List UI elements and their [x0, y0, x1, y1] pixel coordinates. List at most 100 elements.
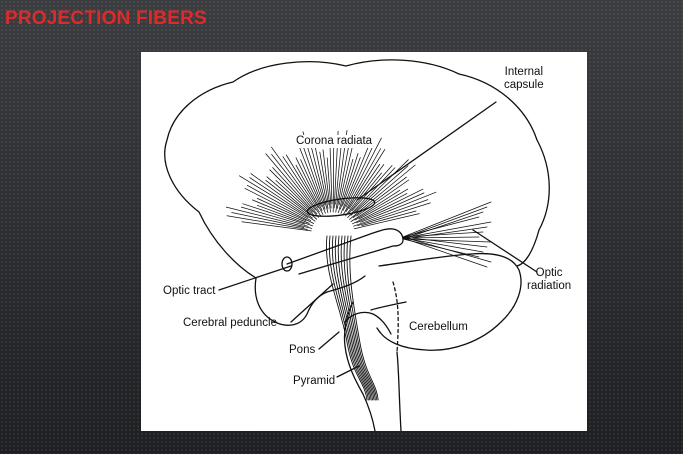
corona-fiber: [357, 202, 431, 227]
label-cerebral-peduncle: Cerebral peduncle: [183, 317, 277, 329]
fourth-ventricle-dashed: [392, 281, 399, 353]
optic-tract-shape: [286, 228, 404, 275]
corona-radiata-fibers: [225, 130, 437, 232]
corona-fiber: [285, 154, 319, 209]
corona-fiber: [295, 164, 324, 215]
cerebellum-fold: [370, 301, 407, 311]
corona-fiber: [352, 176, 407, 218]
corona-fiber: [271, 154, 316, 211]
corona-fiber: [225, 206, 313, 229]
corona-fiber: [246, 184, 312, 221]
corona-fiber: [226, 215, 308, 230]
corona-fiber: [342, 157, 361, 206]
optic-radiation-leader: [472, 229, 538, 273]
optic-radiation-fiber: [402, 237, 484, 253]
corona-fiber: [350, 159, 409, 216]
corona-fiber: [342, 148, 382, 215]
corona-fiber: [275, 180, 315, 217]
corona-fiber: [361, 210, 417, 226]
corona-fiber: [239, 175, 309, 218]
pons-leader: [318, 331, 340, 350]
label-optic-radiation-line1: Optic: [535, 267, 563, 279]
descending-fibers: [325, 235, 379, 401]
descending-fiber: [349, 235, 379, 401]
corona-fiber: [351, 165, 393, 212]
label-optic-radiation: Optic radiation: [527, 267, 571, 293]
thalamus-contour: [326, 275, 366, 293]
corona-fiber: [319, 151, 329, 205]
corona-fiber: [269, 169, 313, 213]
corona-fiber: [266, 176, 318, 220]
corona-fiber: [265, 180, 311, 216]
corona-fiber: [354, 165, 409, 214]
corona-fiber: [352, 188, 424, 225]
brain-diagram-panel: Internal capsule Corona radiata Optic tr…: [141, 52, 587, 431]
descending-fiber: [346, 235, 378, 401]
corona-fiber: [250, 173, 313, 219]
corona-fiber: [358, 193, 408, 220]
corona-fiber: [342, 146, 374, 211]
corona-fiber: [349, 164, 416, 220]
descending-fiber: [340, 235, 375, 401]
corona-fiber: [301, 143, 326, 210]
corona-fiber: [271, 146, 322, 217]
corona-fiber: [348, 172, 382, 214]
corona-fiber: [338, 158, 354, 214]
pyramid-leader: [336, 365, 360, 378]
corona-fiber: [309, 139, 329, 213]
corona-fiber: [345, 149, 386, 212]
corona-fiber: [312, 137, 329, 209]
corona-fiber: [348, 164, 381, 210]
optic-radiation-fiber: [402, 221, 492, 239]
corona-fiber: [322, 149, 331, 213]
descending-fiber: [328, 235, 369, 401]
optic-radiation-fiber: [402, 236, 492, 263]
corona-fiber: [231, 212, 305, 228]
corona-fiber: [244, 188, 315, 224]
descending-fiber: [325, 235, 368, 401]
cerebellum-outline: [376, 252, 522, 351]
label-internal-capsule-line1: Internal: [504, 66, 543, 78]
slide-title: PROJECTION FIBERS: [5, 8, 207, 29]
corona-fiber: [249, 177, 316, 222]
corona-fiber: [252, 199, 310, 224]
internal-capsule-leader: [356, 101, 497, 201]
optic-radiation-fiber: [402, 201, 492, 238]
optic-radiation-fiber: [402, 226, 488, 240]
corona-fiber: [340, 144, 370, 214]
corona-fiber: [345, 137, 382, 208]
optic-radiation-fiber: [402, 231, 484, 238]
corona-fiber: [326, 157, 332, 209]
corona-fiber: [241, 221, 312, 232]
label-optic-tract: Optic tract: [163, 285, 216, 297]
label-corona-radiata: Corona radiata: [295, 135, 374, 149]
corona-fiber: [350, 189, 401, 222]
descending-fiber: [334, 235, 372, 401]
optic-tract-leader: [218, 265, 292, 291]
corona-fiber: [360, 191, 437, 223]
descending-fiber: [337, 235, 374, 401]
optic-radiation-fiber: [402, 211, 484, 240]
corona-fiber: [282, 156, 320, 213]
optic-radiation-fiber: [402, 238, 492, 243]
corona-fiber: [336, 144, 350, 209]
corona-fiber: [256, 198, 307, 222]
optic-radiation-fibers: [402, 201, 492, 268]
corona-fiber: [354, 188, 409, 221]
corona-fiber: [353, 213, 420, 230]
optic-tract-cut-end: [281, 256, 293, 272]
label-internal-capsule-line2: capsule: [504, 79, 544, 92]
corona-fiber: [353, 199, 429, 227]
optic-radiation-fiber: [402, 236, 480, 239]
optic-radiation-fiber: [402, 206, 488, 239]
corona-fiber: [265, 153, 318, 215]
corona-fiber: [300, 159, 322, 207]
corona-fiber: [345, 164, 385, 217]
internal-capsule-ring: [306, 197, 376, 217]
cerebrum-outline: [164, 59, 550, 279]
optic-radiation-fiber: [402, 216, 480, 238]
descending-fiber: [331, 235, 371, 401]
descending-fiber: [343, 235, 376, 401]
corona-fiber: [347, 167, 396, 218]
cerebral-peduncle-leader: [290, 283, 334, 323]
